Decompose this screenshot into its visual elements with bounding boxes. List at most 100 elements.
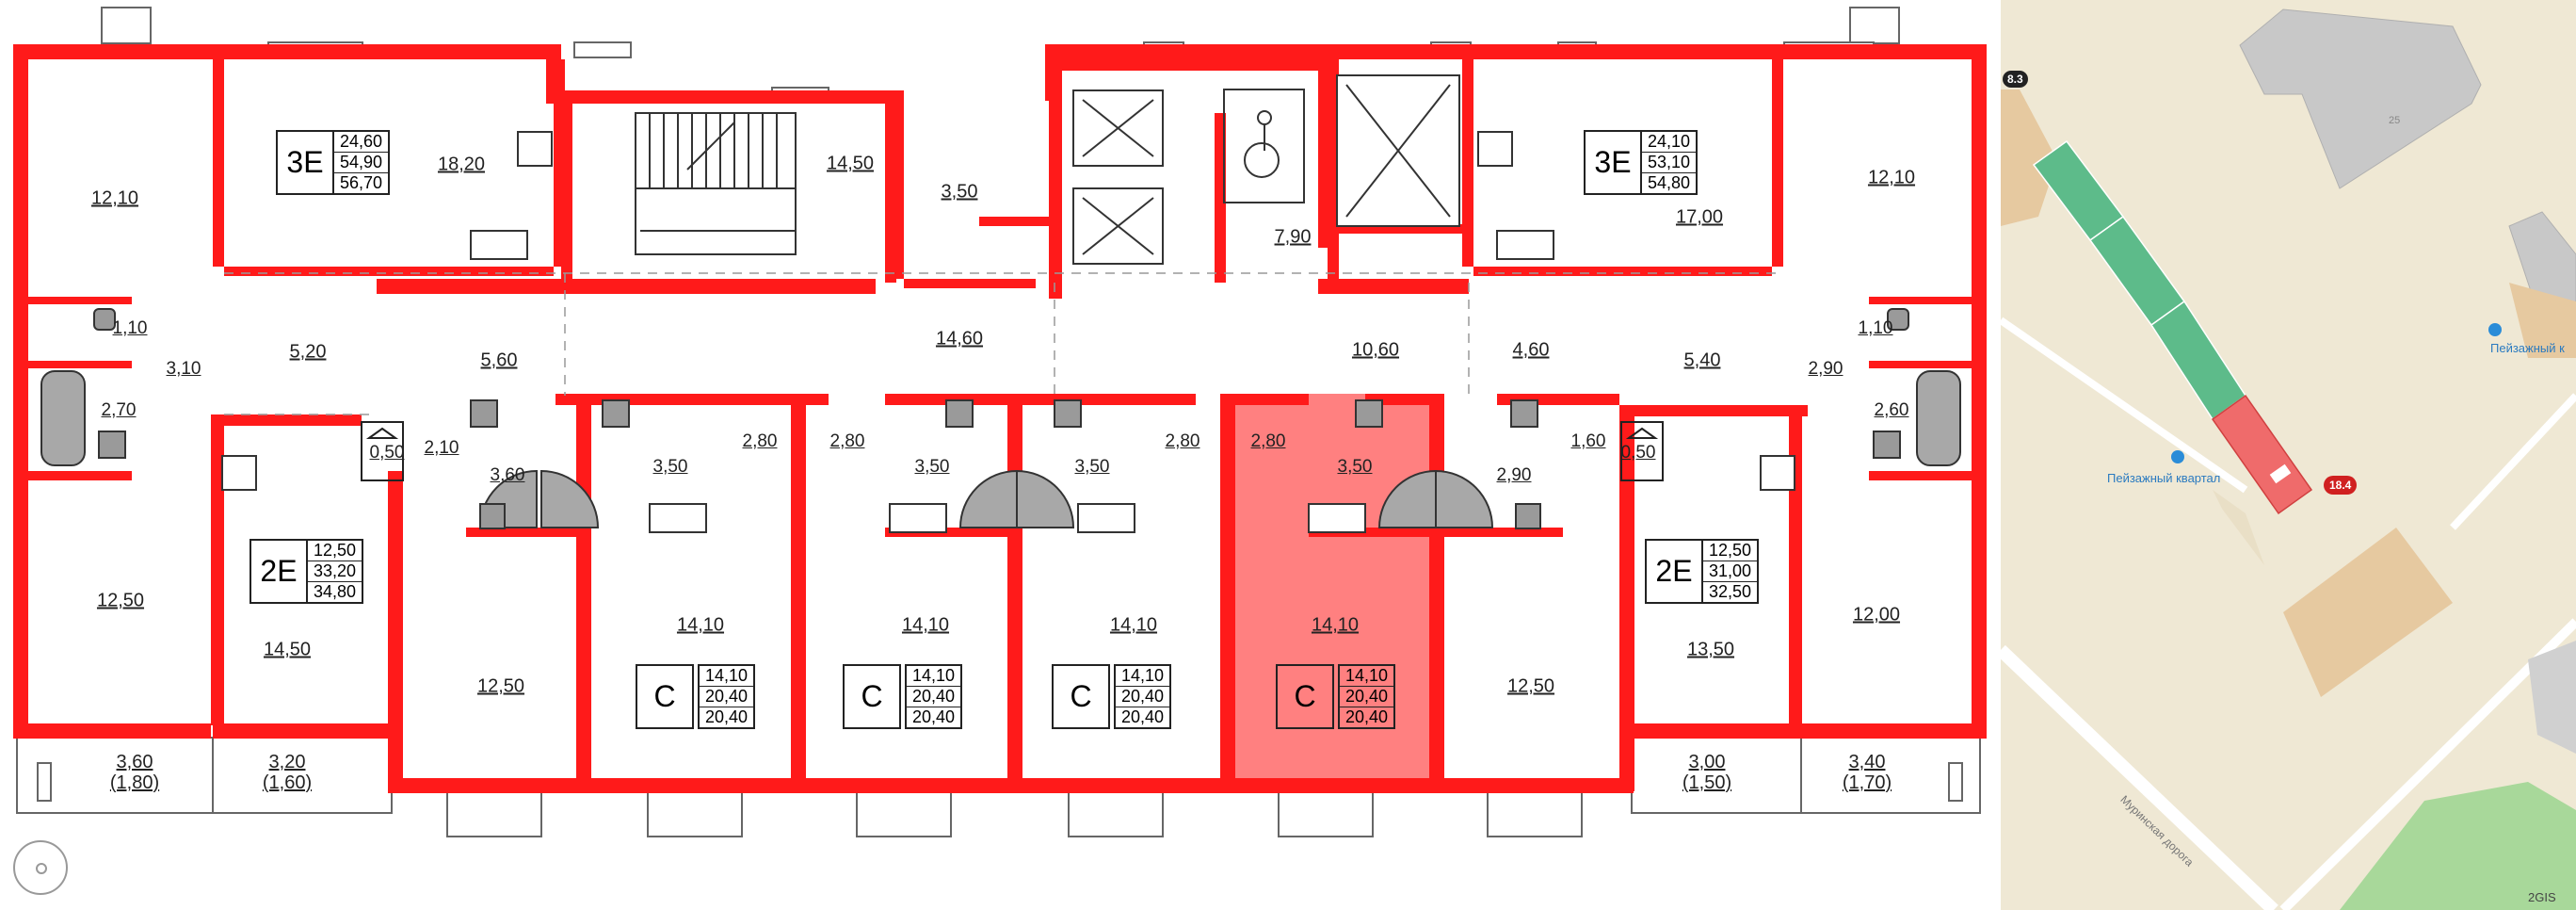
windows-bottom [446,790,1583,837]
balcony-area-reduced: (1,50) [1682,772,1732,793]
map-drawing [2001,0,2576,910]
room-area-label[interactable]: 17,00 [1675,206,1724,228]
apartment-areas: 14,10 20,40 20,40 [1338,664,1396,729]
balcony-area-label[interactable]: 3,00 (1,50) [1682,752,1731,793]
room-area-label[interactable]: 1,10 [112,318,148,338]
room-area-label[interactable]: 5,20 [289,341,327,363]
total-area: 20,40 [1340,687,1394,707]
room-area-label[interactable]: 2,80 [742,431,778,451]
room-area-label[interactable]: 12,10 [90,187,139,209]
apartment-areas: 14,10 20,40 20,40 [905,664,963,729]
room-area-label[interactable]: 3,10 [166,359,201,379]
wheelchair-icon [1223,89,1305,203]
balcony-area-reduced: (1,60) [262,772,313,793]
room-area-label[interactable]: 1,60 [1570,431,1606,451]
room-area-label[interactable]: 0,50 [1620,443,1656,463]
apartment-badge[interactable]: 3Е 24,60 54,90 56,70 [276,130,391,195]
room-area-label[interactable]: 3,50 [941,181,978,203]
total-area-with-balcony: 20,40 [1121,707,1165,726]
balcony-area-reduced: (1,70) [1842,772,1892,793]
apartment-badge[interactable]: 2Е 12,50 33,20 34,80 [250,539,364,604]
map-attribution: 2GIS [2528,890,2556,904]
room-area-label[interactable]: 12,50 [476,675,525,697]
balcony-area-label[interactable]: 3,40 (1,70) [1843,752,1892,793]
apartment-areas: 14,10 20,40 20,40 [698,664,756,729]
apartment-badge-selected[interactable]: С 14,10 20,40 20,40 [1276,664,1396,729]
room-area-label[interactable]: 2,80 [1165,431,1200,451]
room-area-label[interactable]: 3,50 [914,457,950,477]
apartment-areas: 12,50 31,00 32,50 [1703,541,1758,602]
hanger-icon [361,421,1664,481]
compass-icon [13,840,68,895]
location-map[interactable]: 8.3 18.4 25 Пейзажный квартал Пейзажный … [2001,0,2576,910]
total-area-with-balcony: 56,70 [340,173,383,192]
apartment-badge[interactable]: 3Е 24,10 53,10 54,80 [1584,130,1699,195]
room-area-label[interactable]: 3,50 [652,457,688,477]
poi-label[interactable]: Пейзажный к [2490,341,2565,355]
stairs-icon [635,112,797,255]
room-area-label[interactable]: 14,10 [1109,614,1158,636]
room-area-label[interactable]: 5,60 [480,349,518,371]
room-area-label[interactable]: 14,50 [826,153,875,174]
room-area-label[interactable]: 2,80 [1250,431,1286,451]
total-area-with-balcony: 20,40 [912,707,956,726]
balcony-area-label[interactable]: 3,20 (1,60) [263,752,312,793]
room-area-label[interactable]: 14,50 [263,639,312,660]
room-area-label[interactable]: 12,50 [96,590,145,611]
room-area-label[interactable]: 0,50 [369,443,405,463]
total-area: 20,40 [1116,687,1170,707]
room-area-label[interactable]: 1,10 [1858,318,1893,338]
balcony-area: 3,40 [1848,752,1886,772]
room-area-label[interactable]: 4,60 [1512,339,1550,361]
balcony-area: 3,20 [268,752,306,772]
room-area-label[interactable]: 2,60 [1874,400,1909,420]
poi-label[interactable]: Пейзажный квартал [2107,471,2221,485]
room-area-label[interactable]: 12,50 [1506,675,1555,697]
total-area: 53,10 [1642,153,1697,173]
selected-apartment-highlight[interactable] [1224,394,1431,785]
room-area-label[interactable]: 2,90 [1808,359,1843,379]
balcony-area-label[interactable]: 3,60 (1,80) [110,752,159,793]
poi-pin-icon [2171,450,2184,463]
total-area: 20,40 [700,687,754,707]
room-area-label[interactable]: 2,70 [101,400,137,420]
room-area-label[interactable]: 14,10 [901,614,950,636]
apartment-areas: 14,10 20,40 20,40 [1114,664,1172,729]
apartment-type: С [636,664,694,729]
living-area: 24,60 [334,132,389,153]
apartment-type: 2Е [251,541,308,602]
room-area-label[interactable]: 14,60 [935,328,984,349]
room-area-label[interactable]: 12,10 [1867,167,1916,188]
apartment-areas: 24,10 53,10 54,80 [1642,132,1697,193]
room-area-label[interactable]: 7,90 [1274,226,1312,248]
balconies [16,737,1981,814]
room-area-label[interactable]: 3,50 [1337,457,1373,477]
room-area-label[interactable]: 14,10 [1311,614,1360,636]
room-area-label[interactable]: 18,20 [437,154,486,175]
room-area-label[interactable]: 12,00 [1852,604,1901,626]
apartment-badge[interactable]: С 14,10 20,40 20,40 [636,664,756,729]
room-area-label[interactable]: 3,50 [1074,457,1110,477]
living-area: 12,50 [1703,541,1758,561]
room-area-label[interactable]: 5,40 [1683,349,1721,371]
room-area-label[interactable]: 14,10 [676,614,725,636]
room-area-label[interactable]: 2,10 [424,438,459,458]
apartment-areas: 24,60 54,90 56,70 [334,132,389,193]
total-area-with-balcony: 32,50 [1709,582,1752,601]
room-area-label[interactable]: 2,90 [1496,465,1532,485]
apartment-type: 2Е [1647,541,1703,602]
room-area-label[interactable]: 10,60 [1351,339,1400,361]
apartment-type: 3Е [1586,132,1642,193]
stove-icon [221,131,1795,533]
toilet-icon [93,308,1909,529]
room-area-label[interactable]: 3,60 [490,465,525,485]
apartment-type: С [843,664,901,729]
building-number-label: 25 [2389,115,2401,126]
apartment-badge[interactable]: 2Е 12,50 31,00 32,50 [1645,539,1760,604]
apartment-badge[interactable]: С 14,10 20,40 20,40 [843,664,963,729]
living-area: 14,10 [907,666,961,687]
room-area-label[interactable]: 13,50 [1686,639,1735,660]
apartment-badge[interactable]: С 14,10 20,40 20,40 [1052,664,1172,729]
room-area-label[interactable]: 2,80 [829,431,865,451]
building-height-label: 8.3 [2003,71,2028,88]
